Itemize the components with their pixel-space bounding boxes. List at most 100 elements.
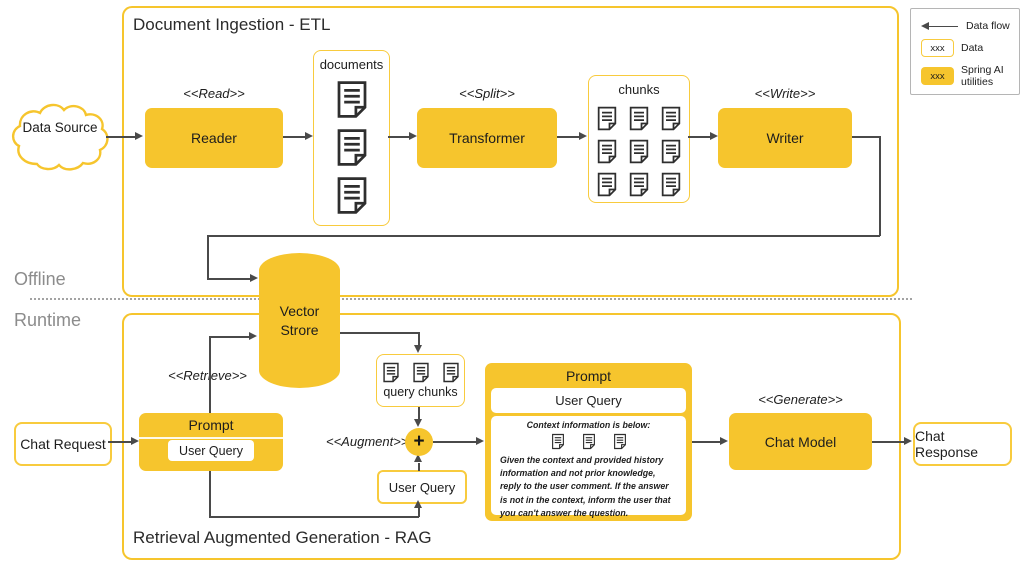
arrowhead xyxy=(710,132,718,140)
rag-title: Retrieval Augmented Generation - RAG xyxy=(133,528,432,547)
legend-row-spring: xxx Spring AI utilities xyxy=(921,64,1013,88)
document-icon xyxy=(597,139,617,164)
generate-stereotype: <<Generate>> xyxy=(758,392,843,407)
legend-row-data: xxx Data xyxy=(921,39,1013,57)
document-icon xyxy=(337,81,366,118)
context-heading: Context information is below: xyxy=(526,420,651,430)
prompt-node: Prompt User Query xyxy=(139,413,283,471)
legend-row-data-flow: Data flow xyxy=(921,20,1013,32)
chat-model-node: Chat Model xyxy=(729,413,872,470)
arrowhead xyxy=(409,132,417,140)
connector-documents-transformer xyxy=(388,136,410,138)
reader-node: Reader xyxy=(145,108,283,168)
cloud-icon xyxy=(11,103,109,171)
prompt-user-query: User Query xyxy=(168,440,254,461)
arrowhead xyxy=(135,132,143,140)
data-flow-arrow-icon xyxy=(921,21,959,31)
connector-prompt-chatmodel xyxy=(692,441,722,443)
connector-plus-prompt xyxy=(433,441,478,443)
data-chip-icon: xxx xyxy=(921,39,954,57)
chunks-node: chunks xyxy=(588,75,690,203)
data-source-label: Data Source xyxy=(22,120,98,135)
etl-title: Document Ingestion - ETL xyxy=(133,15,331,34)
context-instructions: Given the context and provided history i… xyxy=(500,455,671,518)
arrowhead xyxy=(414,454,422,462)
chunks-label: chunks xyxy=(618,82,660,97)
arrowhead xyxy=(131,437,139,445)
runtime-label: Runtime xyxy=(14,310,82,330)
augmented-prompt-context: Context information is below: Given the … xyxy=(491,416,686,518)
arrowhead xyxy=(305,132,313,140)
augmented-prompt-user-query: User Query xyxy=(491,388,686,413)
document-icon xyxy=(337,129,366,166)
arrowhead xyxy=(904,437,912,445)
connector-userquery-plus xyxy=(418,463,420,471)
arrowhead xyxy=(579,132,587,140)
connector-chatrequest-prompt xyxy=(108,441,132,443)
augmented-prompt-node: Prompt User Query Context information is… xyxy=(485,363,692,521)
connector-querychunks-plus xyxy=(418,405,420,421)
document-icon xyxy=(661,139,681,164)
connector-writer-vectorstore xyxy=(852,136,880,138)
arrowhead xyxy=(414,345,422,353)
connector-reader-documents xyxy=(283,136,306,138)
arrowhead xyxy=(249,332,257,340)
connector-prompt-vectorstore xyxy=(209,337,211,413)
connector-writer-vectorstore xyxy=(879,136,881,236)
document-icon xyxy=(613,433,626,450)
prompt-divider xyxy=(139,437,283,439)
document-icon xyxy=(661,106,681,131)
legend-spring-label: Spring AI utilities xyxy=(961,64,1004,89)
connector-transformer-chunks xyxy=(557,136,580,138)
arrowhead xyxy=(250,274,258,282)
arrowhead xyxy=(414,500,422,508)
connector-vectorstore-querychunks xyxy=(418,332,420,346)
document-icon xyxy=(629,139,649,164)
augment-plus-icon: + xyxy=(405,428,433,456)
write-stereotype: <<Write>> xyxy=(754,86,816,101)
user-query-node: User Query xyxy=(377,470,467,504)
legend: Data flow xxx Data xxx Spring AI utiliti… xyxy=(910,8,1020,95)
retrieve-stereotype: <<Retrieve>> xyxy=(168,368,247,383)
document-icon xyxy=(597,106,617,131)
read-stereotype: <<Read>> xyxy=(183,86,245,101)
query-chunks-node: query chunks xyxy=(376,354,465,407)
connector-writer-vectorstore xyxy=(207,235,880,237)
document-icon xyxy=(442,362,459,383)
document-icon xyxy=(337,177,366,214)
writer-node: Writer xyxy=(718,108,852,168)
connector-prompt-vectorstore xyxy=(209,336,250,338)
augmented-prompt-header: Prompt xyxy=(565,368,612,384)
document-icon xyxy=(582,433,595,450)
documents-label: documents xyxy=(319,57,384,72)
transformer-node: Transformer xyxy=(417,108,557,168)
legend-data-label: Data xyxy=(961,41,984,54)
document-icon xyxy=(661,172,681,197)
offline-runtime-divider xyxy=(30,298,912,300)
query-chunks-icons xyxy=(377,362,464,383)
connector-writer-vectorstore xyxy=(207,235,209,279)
document-icon xyxy=(629,106,649,131)
document-icon xyxy=(382,362,399,383)
document-icon xyxy=(551,433,564,450)
connector-chatmodel-chatresponse xyxy=(872,441,906,443)
arrowhead xyxy=(476,437,484,445)
etl-container xyxy=(122,6,899,297)
query-chunks-label: query chunks xyxy=(383,385,458,399)
vector-store-node: Vector Strore xyxy=(259,253,340,388)
connector-prompt-userquery xyxy=(209,471,211,517)
split-stereotype: <<Split>> xyxy=(459,86,515,101)
data-source-node: Data Source xyxy=(10,101,110,173)
document-icon xyxy=(629,172,649,197)
legend-data-flow-label: Data flow xyxy=(966,20,1010,32)
connector-writer-vectorstore xyxy=(207,278,251,280)
connector-prompt-userquery xyxy=(209,516,419,518)
connector-datasource-reader xyxy=(106,136,136,138)
documents-node: documents xyxy=(313,50,390,226)
chat-request-node: Chat Request xyxy=(14,422,112,466)
offline-label: Offline xyxy=(14,269,66,289)
document-icon xyxy=(597,172,617,197)
connector-chunks-writer xyxy=(688,136,711,138)
arrowhead xyxy=(414,419,422,427)
